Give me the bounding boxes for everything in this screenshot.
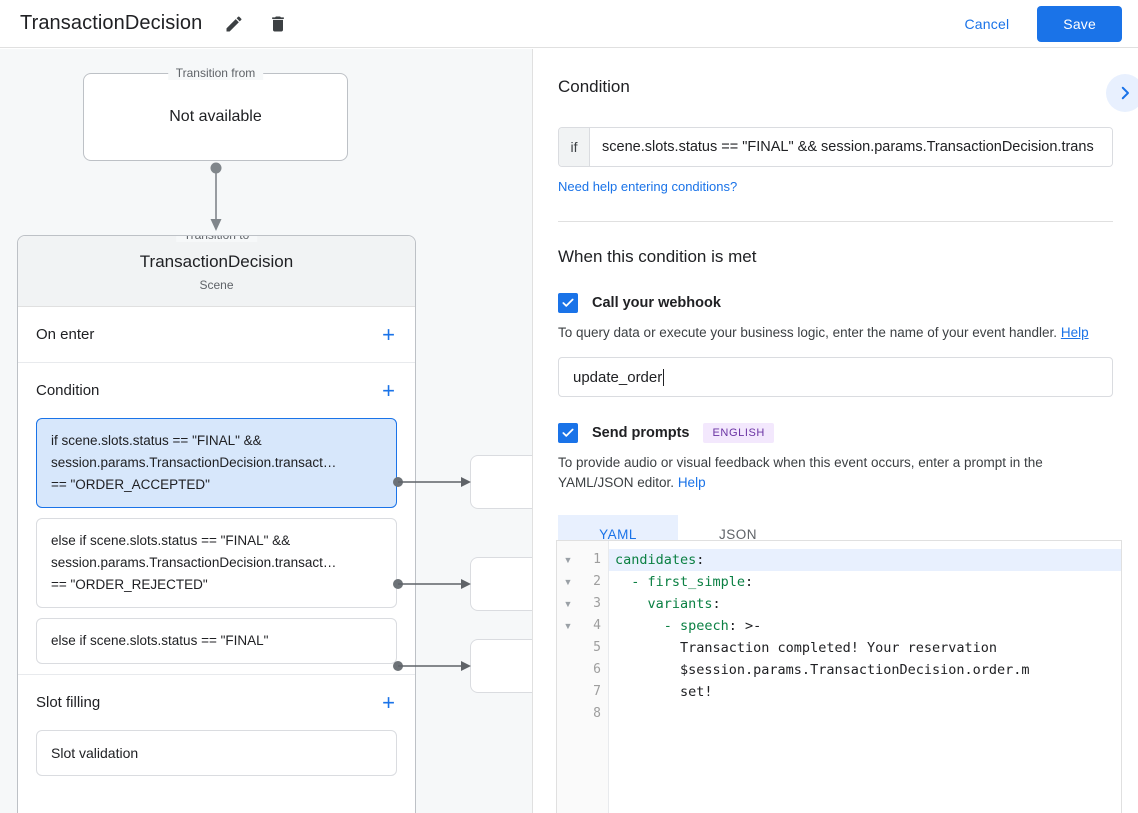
scene-type: Scene — [199, 278, 234, 292]
condition-line-1: else if scene.slots.status == "FINAL" && — [51, 533, 291, 548]
condition-line-1: else if scene.slots.status == "FINAL" — [51, 633, 269, 648]
panel-divider — [532, 49, 533, 813]
transition-target-box[interactable] — [470, 455, 532, 509]
scene-graph-panel: Transition from Not available Transition… — [0, 49, 532, 813]
section-condition: Condition + if scene.slots.status == "FI… — [18, 363, 415, 675]
add-condition-button[interactable]: + — [382, 377, 395, 403]
add-on-enter-button[interactable]: + — [382, 321, 395, 347]
condition-item[interactable]: else if scene.slots.status == "FINAL" &&… — [36, 518, 397, 608]
code-line: set! — [615, 684, 713, 700]
condition-item[interactable]: if scene.slots.status == "FINAL" && sess… — [36, 418, 397, 508]
code-fold-toggle[interactable]: ▼ — [563, 599, 573, 609]
transition-to-card: Transition to TransactionDecision Scene … — [17, 235, 416, 813]
section-title-condition: Condition — [36, 382, 100, 399]
condition-block: Condition if Need help entering conditio… — [533, 49, 1138, 222]
code-content[interactable]: candidates: - first_simple: variants: - … — [609, 541, 1121, 813]
webhook-description-text: To query data or execute your business l… — [558, 325, 1058, 340]
webhook-help-link[interactable]: Help — [1060, 325, 1089, 340]
code-line: - first_simple: — [615, 574, 754, 590]
code-line: - speech: >- — [615, 618, 762, 634]
code-line-number: 4 — [593, 618, 601, 633]
code-line-number: 6 — [593, 662, 601, 677]
condition-field[interactable]: if — [558, 127, 1113, 167]
text-caret — [663, 368, 665, 386]
language-badge: ENGLISH — [703, 423, 774, 443]
prompts-help-link[interactable]: Help — [677, 475, 706, 490]
prompts-description-text: To provide audio or visual feedback when… — [558, 455, 1043, 490]
tab-json[interactable]: JSON — [718, 527, 757, 542]
condition-line-2: session.params.TransactionDecision.trans… — [51, 555, 337, 570]
code-line-number: 1 — [593, 552, 601, 567]
webhook-description: To query data or execute your business l… — [558, 323, 1113, 343]
send-prompts-checkbox[interactable] — [558, 423, 578, 443]
transition-target-box[interactable] — [470, 557, 532, 611]
scene-header[interactable]: TransactionDecision Scene — [18, 236, 415, 307]
section-title-slot-filling: Slot filling — [36, 694, 101, 711]
section-title-on-enter: On enter — [36, 326, 95, 343]
prompts-check-row: Send prompts ENGLISH — [558, 423, 1113, 443]
prompts-description: To provide audio or visual feedback when… — [558, 453, 1113, 493]
condition-line-2: session.params.TransactionDecision.trans… — [51, 455, 337, 470]
code-fold-spacer — [557, 637, 579, 659]
code-line: candidates: — [609, 549, 1121, 571]
top-bar: TransactionDecision Cancel Save — [0, 0, 1138, 48]
event-handler-field[interactable]: update_order — [558, 357, 1113, 397]
event-handler-value: update_order — [573, 368, 663, 386]
transition-from-legend: Transition from — [167, 66, 264, 80]
section-slot-filling: Slot filling + Slot validation — [18, 675, 415, 776]
code-fold-column: ▼ ▼ ▼ ▼ — [557, 541, 579, 813]
slot-validation-item[interactable]: Slot validation — [36, 730, 397, 776]
call-webhook-label: Call your webhook — [592, 295, 721, 311]
code-line: $session.params.TransactionDecision.orde… — [615, 662, 1030, 678]
code-line-number: 5 — [593, 640, 601, 655]
transition-from-card[interactable]: Transition from Not available — [83, 66, 348, 161]
transition-to-legend: Transition to — [175, 236, 258, 242]
webhook-check-row: Call your webhook — [558, 293, 1113, 313]
condition-if-prefix: if — [559, 128, 590, 166]
code-line-number: 3 — [593, 596, 601, 611]
chevron-right-icon[interactable] — [1106, 74, 1138, 112]
pencil-icon[interactable] — [222, 12, 246, 36]
code-line-numbers: 1 2 3 4 5 6 7 8 — [579, 541, 609, 813]
code-line-number: 7 — [593, 684, 601, 699]
condition-line-3: == "ORDER_ACCEPTED" — [51, 477, 210, 492]
page-title: TransactionDecision — [20, 12, 203, 34]
code-line: variants: — [615, 596, 721, 612]
yaml-code-editor[interactable]: ▼ ▼ ▼ ▼ 1 2 3 4 5 6 7 8 candidates: - first_simple… — [556, 540, 1122, 813]
call-webhook-checkbox[interactable] — [558, 293, 578, 313]
when-condition-met-block: When this condition is met Call your web… — [533, 222, 1138, 554]
send-prompts-label: Send prompts — [592, 425, 690, 441]
code-fold-spacer — [557, 703, 579, 725]
condition-heading: Condition — [558, 77, 630, 96]
section-divider — [558, 221, 1113, 222]
code-line — [609, 703, 1121, 725]
need-help-entering-conditions-link[interactable]: Need help entering conditions? — [558, 179, 738, 194]
code-fold-spacer — [557, 659, 579, 681]
code-line: Transaction completed! Your reservation — [615, 640, 998, 656]
condition-input[interactable] — [590, 128, 1112, 166]
top-bar-actions: Cancel Save — [949, 5, 1138, 42]
save-button[interactable]: Save — [1037, 5, 1122, 42]
add-slot-filling-button[interactable]: + — [382, 689, 395, 715]
trash-icon[interactable] — [266, 12, 290, 36]
code-fold-toggle[interactable]: ▼ — [563, 621, 573, 631]
scene-name: TransactionDecision — [139, 252, 294, 271]
code-fold-toggle[interactable]: ▼ — [563, 555, 573, 565]
section-on-enter: On enter + — [18, 307, 415, 363]
condition-line-1: if scene.slots.status == "FINAL" && — [51, 433, 262, 448]
when-condition-met-heading: When this condition is met — [558, 247, 757, 266]
transition-from-value: Not available — [169, 108, 262, 125]
condition-line-3: == "ORDER_REJECTED" — [51, 577, 208, 592]
condition-item[interactable]: else if scene.slots.status == "FINAL" — [36, 618, 397, 664]
code-line-number: 2 — [593, 574, 601, 589]
cancel-button[interactable]: Cancel — [949, 7, 1026, 41]
code-fold-toggle[interactable]: ▼ — [563, 577, 573, 587]
code-fold-spacer — [557, 681, 579, 703]
code-line-number: 8 — [593, 706, 601, 721]
transition-target-box[interactable] — [470, 639, 532, 693]
